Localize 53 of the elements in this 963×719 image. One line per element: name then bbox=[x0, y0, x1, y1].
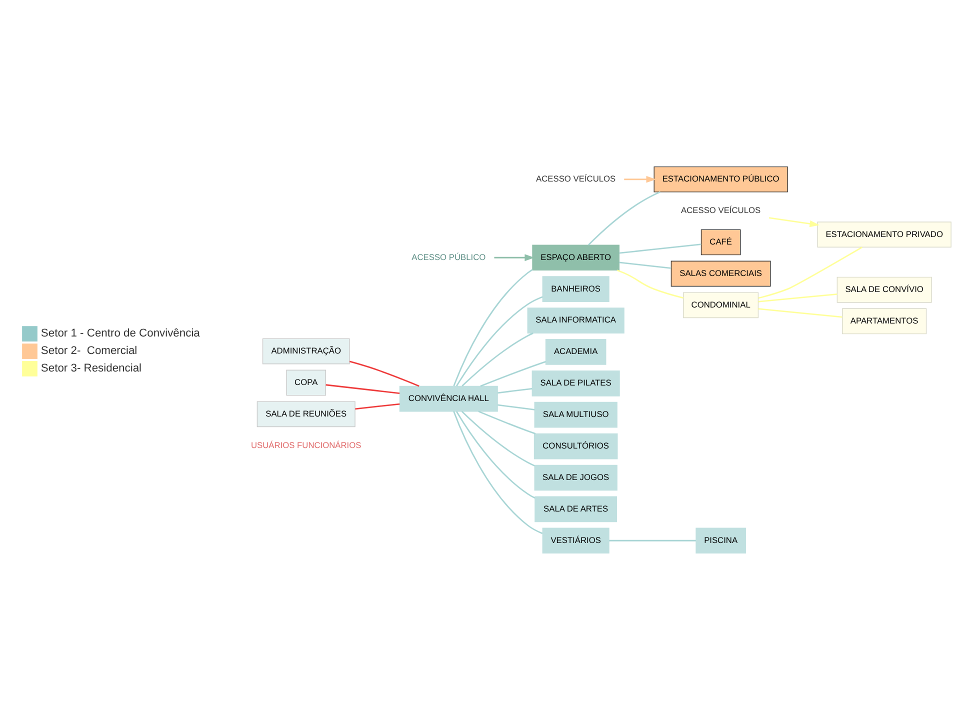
arrow bbox=[494, 254, 534, 261]
node-box: CONDOMINIAL bbox=[683, 292, 759, 318]
legend-label: Setor 1 - Centro de Convivência bbox=[40, 326, 200, 339]
connector bbox=[462, 332, 534, 386]
node-box: ESTACIONAMENTO PRIVADO bbox=[817, 221, 952, 247]
label: USUÁRIOS FUNCIONÁRIOS bbox=[250, 439, 362, 450]
connector bbox=[619, 243, 702, 254]
node-box: SALA DE JOGOS bbox=[534, 464, 618, 490]
connector bbox=[461, 410, 535, 466]
node-box: SALA DE PILATES bbox=[532, 370, 620, 396]
node-box: COPA bbox=[286, 369, 326, 396]
connector bbox=[349, 360, 420, 386]
legend-label: Setor 3- Residencial bbox=[40, 362, 142, 374]
connector bbox=[456, 296, 543, 386]
arrow bbox=[768, 216, 820, 227]
connector bbox=[498, 387, 532, 394]
connector bbox=[456, 410, 536, 498]
node-box: BANHEIROS bbox=[542, 276, 610, 302]
node-text: ACESSO VEÍCULOS bbox=[536, 173, 616, 184]
node-box: SALA DE ARTES bbox=[534, 496, 618, 522]
node-box: APARTAMENTOS bbox=[842, 308, 927, 334]
connector bbox=[478, 410, 536, 434]
connector bbox=[453, 268, 533, 386]
connector bbox=[758, 246, 862, 298]
node-text: ACESSO PÚBLICO bbox=[412, 251, 486, 262]
legend-label: Setor 2- Comercial bbox=[40, 344, 138, 356]
connector bbox=[326, 384, 400, 394]
node-box: SALA INFORMATICA bbox=[527, 307, 624, 333]
node-box: VESTIÁRIOS bbox=[542, 527, 610, 554]
connector bbox=[758, 292, 838, 302]
node-box: ESPAÇO ABERTO bbox=[532, 244, 620, 270]
node-box: CONVIVÊNCIA HALL bbox=[399, 385, 498, 412]
connector bbox=[588, 190, 661, 245]
node-box: SALAS COMERCIAIS bbox=[670, 260, 771, 286]
node-box: SALA DE CONVÍVIO bbox=[836, 276, 932, 302]
node-text: ACESSO VEÍCULOS bbox=[681, 204, 761, 214]
node-box: SALA MULTIUSO bbox=[534, 401, 618, 428]
connector bbox=[609, 539, 696, 541]
connector bbox=[498, 404, 535, 410]
node-box: ESTACIONAMENTO PÚBLICO bbox=[654, 166, 788, 192]
node-box: ADMINISTRAÇÃO bbox=[262, 338, 350, 364]
arrow bbox=[624, 175, 656, 182]
connector bbox=[480, 360, 546, 386]
node-box: PISCINA bbox=[696, 527, 746, 554]
connector bbox=[453, 410, 543, 534]
connector bbox=[619, 261, 672, 268]
connector bbox=[758, 308, 842, 318]
node-box: CONSULTÓRIOS bbox=[534, 432, 618, 459]
connector bbox=[616, 269, 684, 298]
node-box: ACADEMIA bbox=[545, 338, 606, 364]
node-box: CAFÉ bbox=[700, 228, 741, 255]
connector bbox=[355, 402, 400, 410]
node-box: SALA DE REUNIÕES bbox=[256, 400, 356, 427]
